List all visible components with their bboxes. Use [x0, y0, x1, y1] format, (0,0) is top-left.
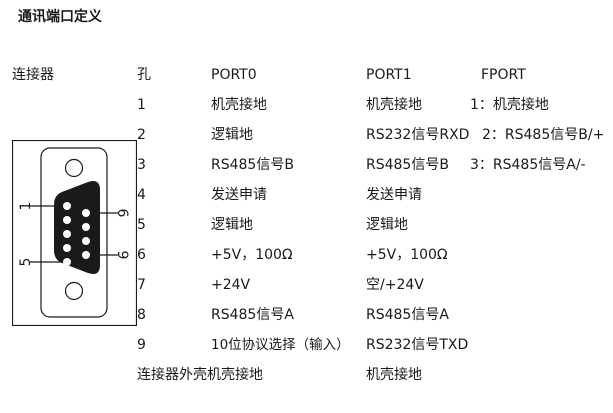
pin-label-6: 6: [114, 209, 130, 218]
connector-shell-outline: [40, 147, 108, 318]
header-port0: PORT0: [211, 67, 257, 83]
row-6-port1: +5V，100Ω: [366, 247, 448, 263]
row-3-port1: RS485信号B: [366, 157, 449, 173]
row-9-port1: RS232信号TXD: [366, 337, 469, 353]
pin-hole: [63, 258, 71, 266]
row-2-fport: 2：RS485信号B/+: [482, 127, 605, 143]
row-8-pin: 8: [137, 307, 146, 323]
pin-hole: [82, 237, 90, 245]
mounting-hole-top: [64, 158, 84, 178]
row-5-port0: 逻辑地: [211, 217, 253, 233]
row-8-port0: RS485信号A: [211, 307, 294, 323]
pin-hole: [63, 230, 71, 238]
row-3-port0: RS485信号B: [211, 157, 294, 173]
pin-hole: [63, 244, 71, 252]
row-9-port0: 10位协议选择（输入）: [211, 337, 350, 353]
footer-label: 连接器外壳机壳接地: [137, 367, 263, 383]
row-9-pin: 9: [137, 337, 146, 353]
header-port1: PORT1: [366, 67, 412, 83]
row-4-port1: 发送申请: [366, 187, 422, 203]
row-1-pin: 1: [137, 97, 146, 113]
row-4-port0: 发送申请: [211, 187, 267, 203]
pin-hole: [63, 216, 71, 224]
row-2-port1: RS232信号RXD: [366, 127, 470, 143]
db9-connector-diagram: 1 5 6 9: [12, 140, 137, 326]
row-1-port1: 机壳接地: [366, 97, 422, 113]
header-fport: FPORT: [481, 67, 526, 83]
pin-label-9: 9: [114, 251, 130, 260]
row-3-fport: 3：RS485信号A/-: [470, 157, 586, 173]
row-7-port1: 空/+24V: [366, 277, 424, 293]
row-1-port0: 机壳接地: [211, 97, 267, 113]
row-1-fport: 1：机壳接地: [470, 97, 549, 113]
pin-hole: [82, 223, 90, 231]
header-pin: 孔: [137, 67, 151, 83]
row-5-pin: 5: [137, 217, 146, 233]
row-4-pin: 4: [137, 187, 146, 203]
mounting-hole-bottom: [64, 281, 84, 301]
page-title: 通讯端口定义: [18, 9, 102, 25]
row-2-pin: 2: [137, 127, 146, 143]
row-7-pin: 7: [137, 277, 146, 293]
row-8-port1: RS485信号A: [366, 307, 449, 323]
row-7-port0: +24V: [211, 277, 251, 293]
connector-label: 连接器: [12, 67, 54, 83]
pin-hole: [82, 251, 90, 259]
pin-hole: [63, 202, 71, 210]
row-5-port1: 逻辑地: [366, 217, 408, 233]
pin-label-5: 5: [18, 258, 34, 267]
pin-label-1: 1: [18, 202, 34, 211]
pin-hole: [82, 209, 90, 217]
footer-port1: 机壳接地: [366, 367, 422, 383]
connector-body: [54, 181, 100, 274]
row-6-port0: +5V，100Ω: [211, 247, 293, 263]
row-6-pin: 6: [137, 247, 146, 263]
row-2-port0: 逻辑地: [211, 127, 253, 143]
row-3-pin: 3: [137, 157, 146, 173]
